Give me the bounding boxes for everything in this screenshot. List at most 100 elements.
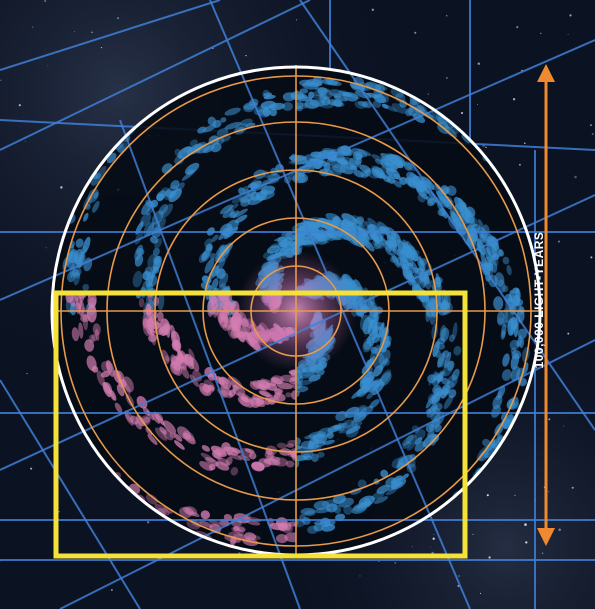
spiral-arm-blob bbox=[220, 293, 229, 302]
spiral-arm-blob bbox=[282, 102, 293, 111]
spiral-arm-blob bbox=[160, 203, 174, 219]
spiral-arm-blob bbox=[162, 420, 177, 435]
spiral-arm-blob bbox=[347, 93, 360, 100]
spiral-arm-blob bbox=[296, 105, 303, 112]
spiral-arm-blob bbox=[355, 216, 365, 225]
spiral-arm-blob bbox=[322, 439, 336, 445]
star bbox=[0, 79, 2, 82]
spiral-arm-blob bbox=[165, 355, 170, 362]
star bbox=[486, 494, 489, 497]
spiral-arm-blob bbox=[184, 353, 195, 370]
spiral-arm-blob bbox=[78, 322, 84, 339]
spiral-arm-blob bbox=[147, 274, 158, 287]
star bbox=[74, 31, 75, 33]
spiral-arm-blob bbox=[221, 377, 229, 385]
spiral-arm-blob bbox=[384, 359, 390, 366]
spiral-arm-blob bbox=[348, 157, 362, 168]
spiral-arm-blob bbox=[282, 92, 296, 102]
spiral-arm-blob bbox=[82, 313, 89, 331]
spiral-arm-blob bbox=[73, 271, 81, 279]
spiral-arm-blob bbox=[425, 393, 437, 409]
spiral-arm-blob bbox=[237, 526, 246, 532]
spiral-arm-blob bbox=[366, 392, 374, 400]
spiral-arm-blob bbox=[426, 404, 438, 418]
spiral-arm-blob bbox=[373, 496, 389, 504]
spiral-arm-blob bbox=[188, 348, 195, 361]
spiral-arm-blob bbox=[332, 424, 340, 431]
spiral-arm-blob bbox=[491, 254, 499, 267]
spiral-arm-blob bbox=[405, 107, 414, 117]
spiral-arm-blob bbox=[425, 423, 435, 433]
spiral-arm-blob bbox=[224, 300, 233, 314]
spiral-arm-blob bbox=[352, 215, 368, 227]
spiral-arm-blob bbox=[218, 309, 229, 328]
spiral-arm-blob bbox=[425, 300, 431, 317]
star bbox=[446, 77, 448, 79]
star bbox=[557, 240, 561, 243]
spiral-arm-blob bbox=[224, 121, 242, 130]
star bbox=[548, 491, 550, 493]
spiral-arm-blob bbox=[385, 477, 397, 488]
spiral-arm-blob bbox=[321, 523, 336, 532]
spiral-arm-blob bbox=[270, 377, 283, 385]
spiral-arm-blob bbox=[237, 529, 244, 537]
spiral-arm-blob bbox=[391, 103, 408, 114]
spiral-arm-blob bbox=[255, 397, 265, 406]
spiral-arm-blob bbox=[416, 256, 426, 273]
arrow-down-icon bbox=[537, 528, 555, 546]
spiral-arm-blob bbox=[322, 230, 336, 242]
spiral-arm-blob bbox=[238, 193, 251, 201]
spiral-arm-blob bbox=[220, 384, 232, 396]
spiral-arm-blob bbox=[380, 166, 394, 177]
spiral-arm-blob bbox=[370, 346, 378, 354]
spiral-arm-blob bbox=[82, 283, 90, 291]
spiral-arm-blob bbox=[501, 285, 509, 293]
spiral-arm-blob bbox=[73, 269, 81, 286]
spiral-arm-blob bbox=[95, 328, 100, 341]
spiral-arm-blob bbox=[378, 172, 386, 179]
spiral-arm-blob bbox=[438, 369, 446, 380]
star bbox=[245, 54, 247, 57]
spiral-arm-blob bbox=[515, 287, 521, 305]
spiral-arm-blob bbox=[428, 298, 438, 311]
spiral-arm-blob bbox=[379, 369, 392, 384]
spiral-arm-blob bbox=[208, 519, 224, 527]
spiral-arm-blob bbox=[212, 306, 218, 318]
star bbox=[32, 26, 34, 28]
star bbox=[394, 562, 397, 564]
spiral-arm-blob bbox=[285, 460, 295, 468]
spiral-arm-blob bbox=[296, 445, 303, 450]
spiral-arm-blob bbox=[454, 196, 465, 211]
spiral-arm-blob bbox=[414, 437, 423, 445]
spiral-arm-blob bbox=[295, 96, 313, 102]
spiral-arm-blob bbox=[230, 466, 239, 476]
spiral-arm-blob bbox=[134, 421, 142, 430]
spiral-arm-blob bbox=[152, 247, 160, 256]
spiral-arm-blob bbox=[443, 394, 454, 410]
spiral-arm-blob bbox=[84, 339, 95, 352]
spiral-arm-blob bbox=[378, 349, 391, 366]
spiral-arm-blob bbox=[147, 317, 155, 334]
spiral-arm-blob bbox=[199, 520, 213, 528]
spiral-arm-blob bbox=[307, 442, 319, 450]
spiral-arm-blob bbox=[216, 268, 226, 279]
star bbox=[460, 111, 464, 115]
spiral-arm-blob bbox=[174, 339, 181, 355]
spiral-arm-blob bbox=[86, 355, 97, 371]
spiral-arm-blob bbox=[225, 456, 233, 466]
star bbox=[431, 551, 434, 555]
spiral-arm-blob bbox=[461, 134, 471, 144]
spiral-arm-blob bbox=[343, 505, 353, 515]
star bbox=[518, 163, 521, 166]
spiral-arm-blob bbox=[265, 394, 279, 403]
spiral-arm-blob bbox=[151, 413, 160, 424]
spiral-arm-blob bbox=[280, 374, 296, 383]
spiral-arm-blob bbox=[331, 100, 345, 107]
spiral-arm-blob bbox=[269, 456, 281, 462]
star bbox=[590, 256, 593, 259]
spiral-arm-blob bbox=[287, 439, 296, 446]
spiral-arm-blob bbox=[220, 386, 233, 399]
spiral-arm-blob bbox=[496, 434, 503, 441]
spiral-arm-blob bbox=[382, 103, 398, 112]
spiral-arm-blob bbox=[313, 500, 330, 510]
